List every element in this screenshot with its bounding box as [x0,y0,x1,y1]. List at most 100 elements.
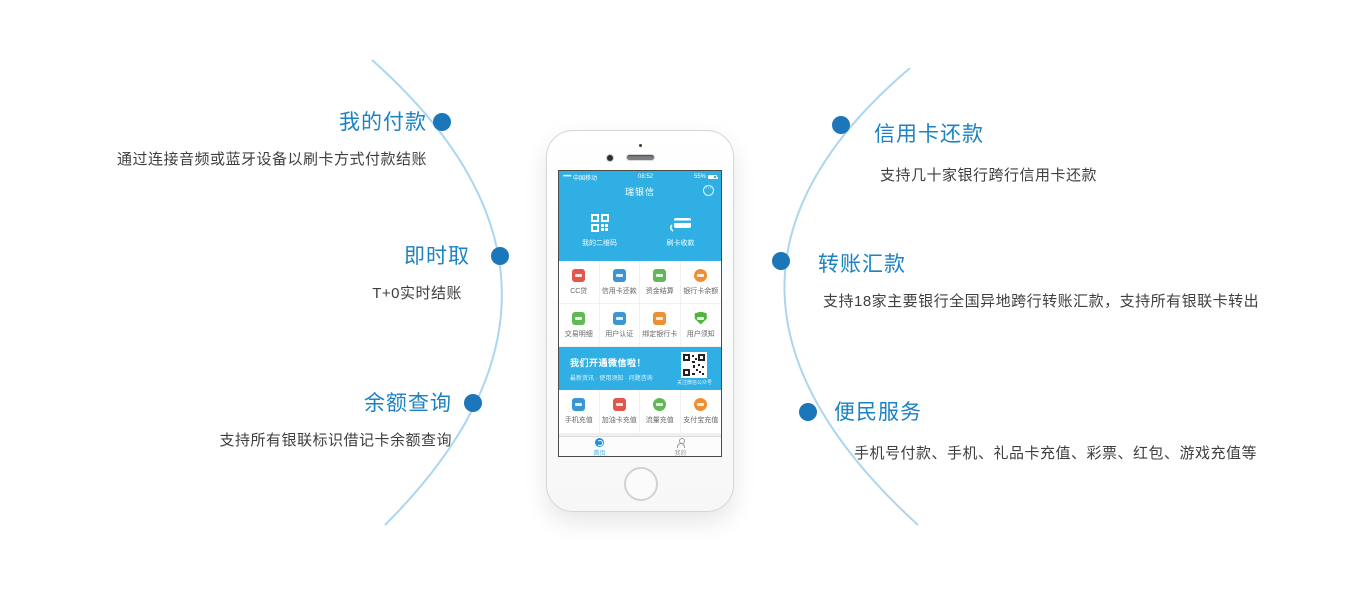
front-camera-dot [607,155,613,161]
bind-bank-card-icon [653,311,667,325]
my-qr-code-button[interactable]: 我的二维码 [559,200,640,261]
feature-desc: 支持所有银联标识借记卡余额查询 [219,432,452,449]
feature-dot [799,403,817,421]
phone-mockup: ••••• 中国移动 08:52 55% 瑞银信 [546,130,734,512]
service-label: 支付宝充值 [683,417,719,424]
banner-qr-block: 关注微信公众号 [676,351,712,386]
feature-dot [464,394,482,412]
qr-code-icon [590,214,609,232]
feature-desc: 手机号付款、手机、礼品卡充值、彩票、红包、游戏充值等 [854,445,1258,462]
transaction-detail-icon [572,311,586,325]
qr-caption: 关注微信公众号 [676,379,712,386]
service-label: 加油卡充值 [601,417,637,424]
grid-item-cc-loan[interactable]: CC贷 [559,261,600,304]
grid-item-label: 交易明细 [564,330,593,338]
grid-item-label: 用户须知 [686,330,715,338]
fuel-card-topup-icon [612,398,626,411]
funds-settlement-icon [653,268,667,282]
clock-label: 08:52 [638,174,654,180]
app-title: 瑞银信 [624,187,655,197]
grid-item-transaction-detail[interactable]: 交易明细 [559,304,600,347]
feature-grid: CC贷 信用卡还款 资金结算 银行卡余额 交易明细 [559,261,721,347]
wechat-banner[interactable]: 我们开通微信啦！ 最新资讯 · 使用须知 · 问题咨询 [559,347,721,390]
grid-item-user-notice[interactable]: 用户须知 [680,304,721,347]
grid-item-label: 资金结算 [645,287,674,295]
feature-title: 便民服务 [834,401,922,424]
feature-dot [772,252,790,270]
service-label: 手机充值 [564,417,593,424]
tab-home[interactable]: 首页 [559,437,640,456]
feature-title: 信用卡还款 [874,123,984,146]
grid-item-label: 银行卡余额 [683,287,719,295]
grid-item-label: 用户认证 [605,330,634,338]
feature-title: 我的付款 [339,111,427,134]
feature-title: 即时取 [404,245,470,268]
feature-block-convenient-services: 便民服务 手机号付款、手机、礼品卡充值、彩票、红包、游戏充值等 [834,396,1257,463]
feature-desc: T+0实时结账 [372,285,462,302]
divider [559,433,721,436]
credit-card-repay-icon [612,268,626,282]
status-right: 55% [693,174,718,180]
bank-card-balance-icon [694,268,708,282]
user-notice-shield-icon [694,311,707,325]
quick-actions: 我的二维码 刷卡收款 [559,200,721,261]
grid-item-credit-repay[interactable]: 信用卡还款 [599,261,640,304]
feature-desc: 支持18家主要银行全国异地跨行转账汇款，支持所有银联卡转出 [823,293,1260,310]
feature-block-credit-card-repay: 信用卡还款 支持几十家银行跨行信用卡还款 [874,118,1097,185]
feature-block-balance-inquiry: 余额查询 支持所有银联标识借记卡余额查询 [219,387,452,450]
banner-subtitle: 最新资讯 · 使用须知 · 问题咨询 [570,375,653,382]
quick-action-label: 我的二维码 [582,240,617,247]
feature-desc: 通过连接音频或蓝牙设备以刷卡方式付款结账 [116,151,427,168]
status-bar: ••••• 中国移动 08:52 55% [559,171,721,183]
message-bubble-icon[interactable] [703,184,714,196]
swipe-card-icon [669,218,691,232]
feature-title: 余额查询 [364,392,452,415]
alipay-topup-icon [694,398,708,411]
grid-item-label: 信用卡还款 [601,287,637,295]
quick-action-label: 刷卡收款 [666,240,695,247]
phone-screen: ••••• 中国移动 08:52 55% 瑞银信 [558,170,722,457]
feature-title: 转账汇款 [818,253,906,276]
app-header: ••••• 中国移动 08:52 55% 瑞银信 [559,171,721,261]
tab-mine[interactable]: 我的 [640,437,721,457]
grid-item-label: CC贷 [570,287,588,295]
service-alipay-topup[interactable]: 支付宝充值 [680,390,721,433]
status-left: ••••• 中国移动 [563,173,597,182]
loan-calculator-icon [572,268,586,282]
feature-dot [832,116,850,134]
earpiece-speaker [627,155,654,160]
feature-block-instant-withdraw: 即时取 T+0实时结账 [372,240,470,303]
person-icon [676,438,685,448]
data-topup-icon [653,398,667,411]
nav-bar: 瑞银信 [559,183,721,200]
feature-dot [491,247,509,265]
grid-item-label: 绑定银行卡 [642,330,678,338]
grid-item-bank-balance[interactable]: 银行卡余额 [680,261,721,304]
banner-title: 我们开通微信啦！ [570,357,647,368]
signal-strength-icon: ••••• [563,174,572,180]
service-phone-topup[interactable]: 手机充值 [559,390,600,433]
tab-bar: 首页 我的 [559,436,721,457]
user-verify-icon [612,311,626,325]
banner-text: 我们开通微信啦！ 最新资讯 · 使用须知 · 问题咨询 [570,356,653,382]
feature-dot [433,113,451,131]
service-data-topup[interactable]: 流量充值 [640,390,681,433]
phone-topup-icon [572,398,586,411]
battery-icon [708,175,718,179]
battery-percent: 55% [693,174,706,180]
service-fuel-card-topup[interactable]: 加油卡充值 [599,390,640,433]
grid-item-bind-card[interactable]: 绑定银行卡 [640,304,681,347]
swipe-card-collect-button[interactable]: 刷卡收款 [640,200,721,261]
grid-item-user-verify[interactable]: 用户认证 [599,304,640,347]
feature-desc: 支持几十家银行跨行信用卡还款 [880,167,1098,184]
services-row: 手机充值 加油卡充值 流量充值 支付宝充值 [559,390,721,433]
feature-block-my-payment: 我的付款 通过连接音频或蓝牙设备以刷卡方式付款结账 [117,106,427,169]
home-button[interactable] [624,467,658,501]
grid-item-funds-settlement[interactable]: 资金结算 [640,261,681,304]
proximity-sensor-dot [639,144,642,147]
tab-label: 我的 [674,451,687,457]
service-label: 流量充值 [645,417,674,424]
feature-block-transfer: 转账汇款 支持18家主要银行全国异地跨行转账汇款，支持所有银联卡转出 [818,248,1259,311]
wechat-qr-code-icon [681,351,708,378]
